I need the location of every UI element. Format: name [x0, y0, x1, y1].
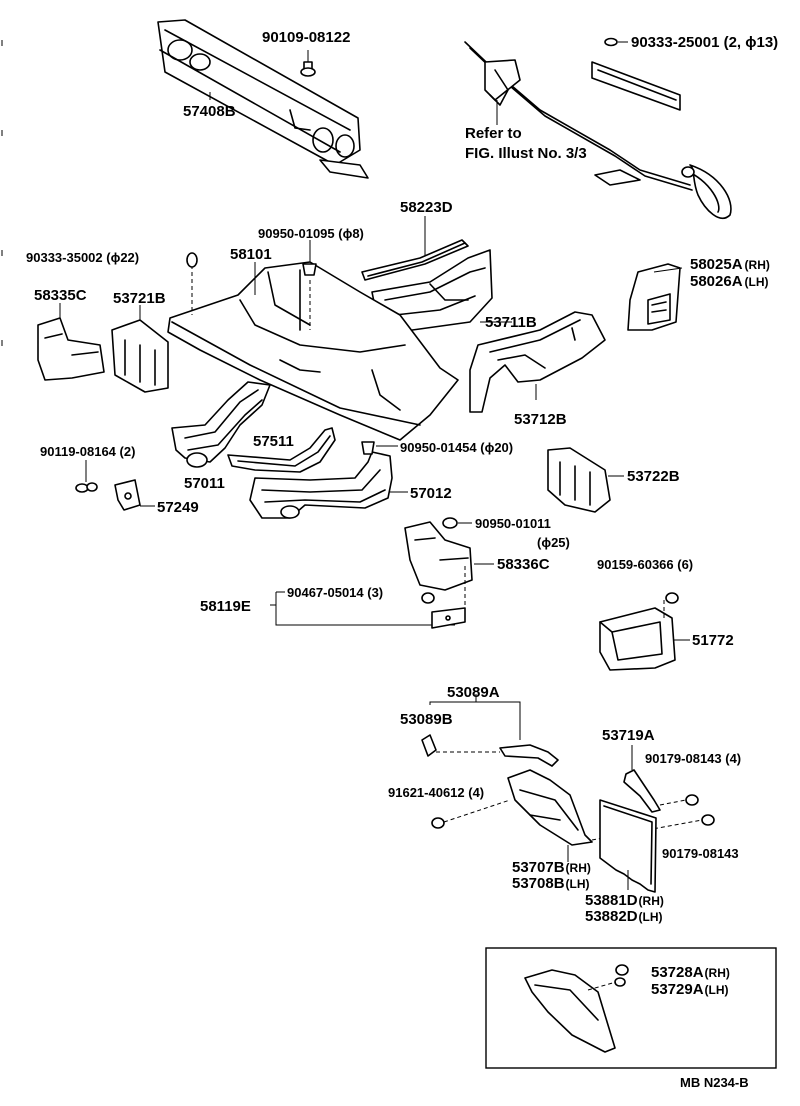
part-58336C-drawing: [404, 517, 494, 615]
label-57012: 57012: [410, 485, 452, 502]
label-90333-35002: 90333-35002 (ϕ22): [26, 250, 139, 265]
label-53729A: 53729A(LH): [651, 981, 729, 998]
part-57011-drawing: [171, 381, 271, 468]
label-90119-08164: 90119-08164 (2): [40, 444, 135, 459]
part-57511-drawing: [227, 427, 336, 473]
label-57408B: 57408B: [183, 103, 236, 120]
cable-assembly-drawing: [464, 41, 732, 219]
label-90950-01011: 90950-01011: [475, 516, 551, 531]
part-51772-drawing: [599, 592, 690, 671]
label-58119E: 58119E: [200, 598, 251, 615]
part-57012-drawing: [249, 451, 408, 519]
nut-90179-08143-drawing: [591, 794, 715, 841]
part-58025A-drawing: [627, 263, 681, 331]
label-53089B: 53089B: [400, 711, 453, 728]
plug-90950-01454-drawing: [361, 441, 398, 455]
part-58119E-drawing: [270, 591, 466, 629]
label-90179-08143: 90179-08143: [662, 846, 739, 861]
label-refer-line1: Refer to: [465, 125, 522, 142]
label-90109-08122: 90109-08122: [262, 29, 350, 46]
part-58335C-drawing: [37, 303, 105, 381]
label-58026A: 58026A(LH): [690, 273, 769, 290]
label-90950-01095: 90950-01095 (ϕ8): [258, 226, 364, 241]
label-53721B: 53721B: [113, 290, 166, 307]
bolt-90119-08164-drawing: [75, 460, 98, 493]
label-53722B: 53722B: [627, 468, 680, 485]
part-53722B-drawing: [547, 447, 624, 513]
label-refer-line2: FIG. Illust No. 3/3: [465, 145, 587, 162]
label-53728A: 53728A(RH): [651, 964, 730, 981]
part-53089-drawing: [421, 694, 559, 767]
part-57408B-drawing: [157, 19, 369, 179]
label-58101: 58101: [230, 246, 272, 263]
label-53711B: 53711B: [485, 314, 537, 331]
plug-90333-35002-drawing: [186, 252, 198, 268]
label-90333-25001: 90333-25001 (2, ϕ13): [631, 34, 778, 51]
label-58223D: 58223D: [400, 199, 453, 216]
part-53712B-drawing: [469, 311, 606, 413]
inset-box: [485, 947, 777, 1069]
figure-code: MB N234-B: [680, 1075, 749, 1090]
bolt-90109-08122-drawing: [300, 50, 316, 77]
label-90159-60366: 90159-60366 (6): [597, 557, 693, 572]
label-53089A: 53089A: [447, 684, 500, 701]
label-53712B: 53712B: [514, 411, 567, 428]
label-53708B: 53708B(LH): [512, 875, 590, 892]
leader-lines: [209, 92, 683, 273]
label-51772: 51772: [692, 632, 734, 649]
label-91621-40612: 91621-40612 (4): [388, 785, 484, 800]
part-53707B-drawing: [507, 769, 593, 862]
label-58025A: 58025A(RH): [690, 256, 770, 273]
label-53707B: 53707B(RH): [512, 859, 591, 876]
clip-91621-40612-drawing: [431, 799, 511, 829]
label-90950-01011-size: (ϕ25): [537, 535, 570, 550]
part-58223D-drawing: [361, 216, 469, 281]
label-53882D: 53882D(LH): [585, 908, 663, 925]
label-57011: 57011: [184, 475, 225, 492]
rail-90333-25001-drawing: [591, 37, 681, 111]
part-58101-floor-pan-drawing: [167, 261, 459, 441]
label-57249: 57249: [157, 499, 199, 516]
label-90467-05014: 90467-05014 (3): [287, 585, 383, 600]
part-53881D-drawing: [599, 799, 657, 893]
part-labels: 90109-08122 57408B 90333-25001 (2, ϕ13) …: [26, 29, 778, 1090]
label-58335C: 58335C: [34, 287, 87, 304]
label-90950-01454: 90950-01454 (ϕ20): [400, 440, 513, 455]
part-53721B-drawing: [111, 305, 169, 393]
plug-90950-01095-drawing: [302, 240, 317, 276]
label-53719A: 53719A: [602, 727, 655, 744]
part-53719A-drawing: [623, 745, 661, 813]
label-53881D: 53881D(RH): [585, 892, 664, 909]
label-58336C: 58336C: [497, 556, 550, 573]
label-90179-08143-4: 90179-08143 (4): [645, 751, 741, 766]
part-57249-drawing: [114, 479, 155, 511]
label-57511: 57511: [253, 433, 294, 450]
